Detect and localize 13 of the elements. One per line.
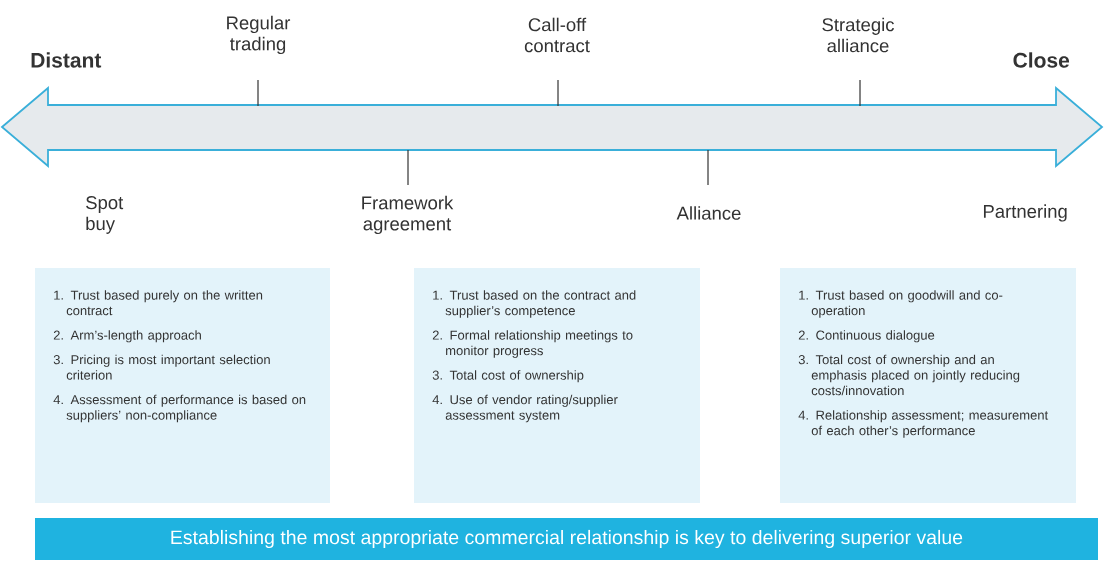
banner: Establishing the most appropriate commercial relationship is key to delivering superior value: [35, 518, 1098, 560]
info-panel: 1. Trust based on goodwill and co-operation 2. Continuous dialogue 3. Total cost of ownership and an emphasis placed on jointly reducing costs/innovation 4. Relationship assessment; measurement of each other’s performance: [780, 268, 1076, 503]
scale-label: Regular trading: [227, 15, 291, 55]
scale-label: Alliance: [676, 206, 741, 220]
scale-label: Call-off contract: [524, 17, 590, 53]
scale-label: Partnering: [983, 204, 1067, 222]
scale-label: Framework agreement: [362, 195, 454, 235]
scale-label: Close: [1013, 52, 1070, 68]
scale-label: Distant: [31, 52, 102, 68]
scale-label: Spot buy: [86, 196, 124, 234]
scale-label: Strategic alliance: [822, 17, 894, 53]
info-panel: 1. Trust based purely on the written contract 2. Arm’s-length approach 3. Pricing is most important selection criterion 4. Assessment of performance is based on suppliers’ non-compliance: [35, 268, 330, 503]
info-panel: 1. Trust based on the contract and supplier’s competence 2. Formal relationship meetings to monitor progress 3. Total cost of ownership 4. Use of vendor rating/supplier assessment system: [414, 268, 700, 503]
